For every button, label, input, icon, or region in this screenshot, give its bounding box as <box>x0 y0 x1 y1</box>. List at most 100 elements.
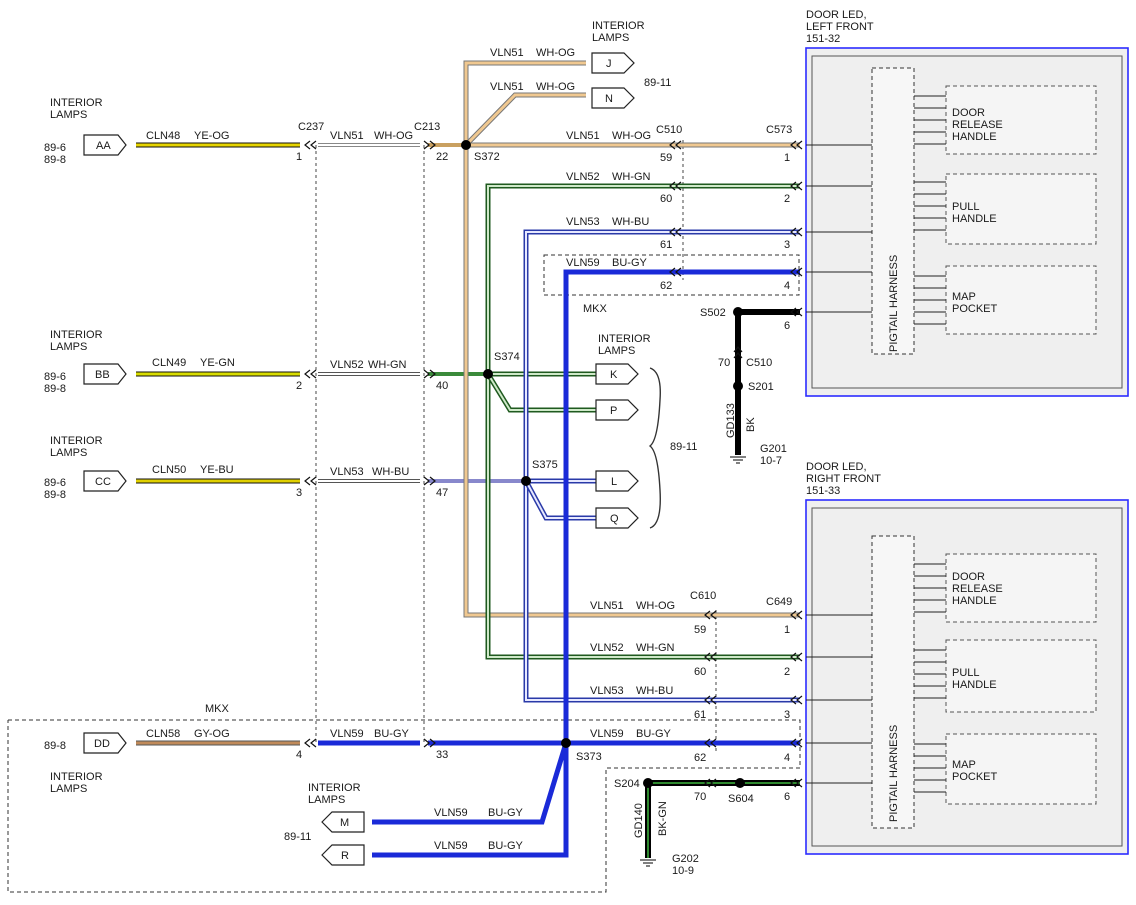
wire-label-vln52-c: VLN52 <box>590 642 624 654</box>
svg-text:AA: AA <box>96 140 111 152</box>
wire-color-vln51-j: WH-OG <box>536 47 575 59</box>
label-interior-cc-2: LAMPS <box>50 447 87 459</box>
label-interior-mr-1: INTERIOR <box>308 782 361 794</box>
wire-color-vln51-b: WH-OG <box>612 130 651 142</box>
s373-label: S373 <box>576 751 602 763</box>
wire-vln51-trunk-core <box>464 61 800 617</box>
mkx-label-upper: MKX <box>583 303 608 315</box>
tag-cc: CC <box>83 470 127 492</box>
label-interior-dd-1: INTERIOR <box>50 771 103 783</box>
door-right-ref: 151-33 <box>806 485 840 497</box>
wire-label-vln52-a: VLN52 <box>330 359 364 371</box>
tag-aa: AA <box>83 134 127 156</box>
door-right-title-2: RIGHT FRONT <box>806 473 881 485</box>
door-right-title-1: DOOR LED, <box>806 461 867 473</box>
svg-text:RELEASE: RELEASE <box>952 119 1003 131</box>
c610-pin60: 60 <box>694 666 706 678</box>
svg-text:DOOR: DOOR <box>952 107 985 119</box>
door-left-title-1: DOOR LED, <box>806 9 867 21</box>
c510-pin62: 62 <box>660 280 672 292</box>
c649-pin6: 6 <box>784 791 790 803</box>
svg-text:BB: BB <box>95 369 110 381</box>
door-right-harness-label: PIGTAIL HARNESS <box>888 725 900 822</box>
label-interior-aa-1: INTERIOR <box>50 97 103 109</box>
splice-s201 <box>733 381 743 391</box>
wire-color-vln59-b: BU-GY <box>612 257 648 269</box>
c213-pin47: 47 <box>436 487 448 499</box>
svg-text:PULL: PULL <box>952 201 980 213</box>
svg-text:POCKET: POCKET <box>952 771 998 783</box>
wire-color-vln59-c: BU-GY <box>636 728 672 740</box>
c237-pin2: 2 <box>296 380 302 392</box>
wire-label-vln59-r: VLN59 <box>434 840 468 852</box>
c573-pin2: 2 <box>784 193 790 205</box>
ref-89-11-top: 89-11 <box>644 77 671 89</box>
splice-s374 <box>483 369 493 379</box>
wire-vln59-r <box>372 743 569 858</box>
svg-text:J: J <box>606 58 612 70</box>
c610-pin62: 62 <box>694 752 706 764</box>
connector-chevrons <box>304 140 803 788</box>
door-left-ref: 151-32 <box>806 33 840 45</box>
c213-pin22: 22 <box>436 151 448 163</box>
ref-dd-1: 89-8 <box>44 740 66 752</box>
splice-s373 <box>561 738 571 748</box>
label-interior-aa-2: LAMPS <box>50 109 87 121</box>
label-interior-mr-2: LAMPS <box>308 794 345 806</box>
splice-s375 <box>521 476 531 486</box>
wire-color-gd133: BK <box>745 417 757 432</box>
c510-label: C510 <box>656 124 682 136</box>
ref-cc-1: 89-6 <box>44 477 66 489</box>
c610-label: C610 <box>690 590 716 602</box>
c510-pin70: 70 <box>718 357 730 369</box>
splice-s372 <box>461 140 471 150</box>
s502-label: S502 <box>700 307 726 319</box>
label-interior-bb-2: LAMPS <box>50 341 87 353</box>
ref-cc-2: 89-8 <box>44 489 66 501</box>
wire-color-cln58: GY-OG <box>194 728 230 740</box>
ref-aa-1: 89-6 <box>44 142 66 154</box>
door-left-harness <box>871 67 915 355</box>
svg-text:N: N <box>605 93 613 105</box>
label-interior-cc-1: INTERIOR <box>50 435 103 447</box>
c237-pin3: 3 <box>296 487 302 499</box>
s372-label: S372 <box>474 151 500 163</box>
splice-s604 <box>735 778 745 788</box>
wire-label-vln51-c: VLN51 <box>590 600 624 612</box>
wire-label-vln59-m: VLN59 <box>434 807 468 819</box>
c649-pin3: 3 <box>784 709 790 721</box>
c573-pin1: 1 <box>784 152 790 164</box>
svg-text:HANDLE: HANDLE <box>952 213 997 225</box>
wire-label-gd133: GD133 <box>725 403 737 438</box>
wire-label-cln49: CLN49 <box>152 357 186 369</box>
s204-label: S204 <box>614 778 640 790</box>
svg-text:MAP: MAP <box>952 291 976 303</box>
svg-text:POCKET: POCKET <box>952 303 998 315</box>
svg-text:R: R <box>341 850 349 862</box>
mkx-box-upper <box>543 254 800 296</box>
tag-q: Q <box>595 507 639 529</box>
c510-ground-label: C510 <box>746 357 772 369</box>
c649-pin4: 4 <box>784 752 790 764</box>
wire-label-vln52-b: VLN52 <box>566 171 600 183</box>
wire-label-vln51-b: VLN51 <box>566 130 600 142</box>
svg-text:PULL: PULL <box>952 667 980 679</box>
svg-text:RELEASE: RELEASE <box>952 583 1003 595</box>
c237-pin1: 1 <box>296 151 302 163</box>
ref-89-11-bottom: 89-11 <box>284 831 311 843</box>
wire-label-vln51-n: VLN51 <box>490 81 524 93</box>
c510-pin61: 61 <box>660 239 672 251</box>
wire-color-vln53-b: WH-BU <box>612 216 649 228</box>
svg-text:DD: DD <box>94 738 110 750</box>
wire-color-vln53-a: WH-BU <box>372 466 409 478</box>
c237-label: C237 <box>298 121 324 133</box>
g202-ref: 10-9 <box>672 865 694 877</box>
c610-pin59: 59 <box>694 624 706 636</box>
c649-label: C649 <box>766 596 792 608</box>
tag-r: R <box>321 844 365 866</box>
mkx-box-lower <box>7 719 801 893</box>
c510-pin59: 59 <box>660 152 672 164</box>
wire-color-vln51-c: WH-OG <box>636 600 675 612</box>
wire-vln53-q-core <box>525 480 596 519</box>
